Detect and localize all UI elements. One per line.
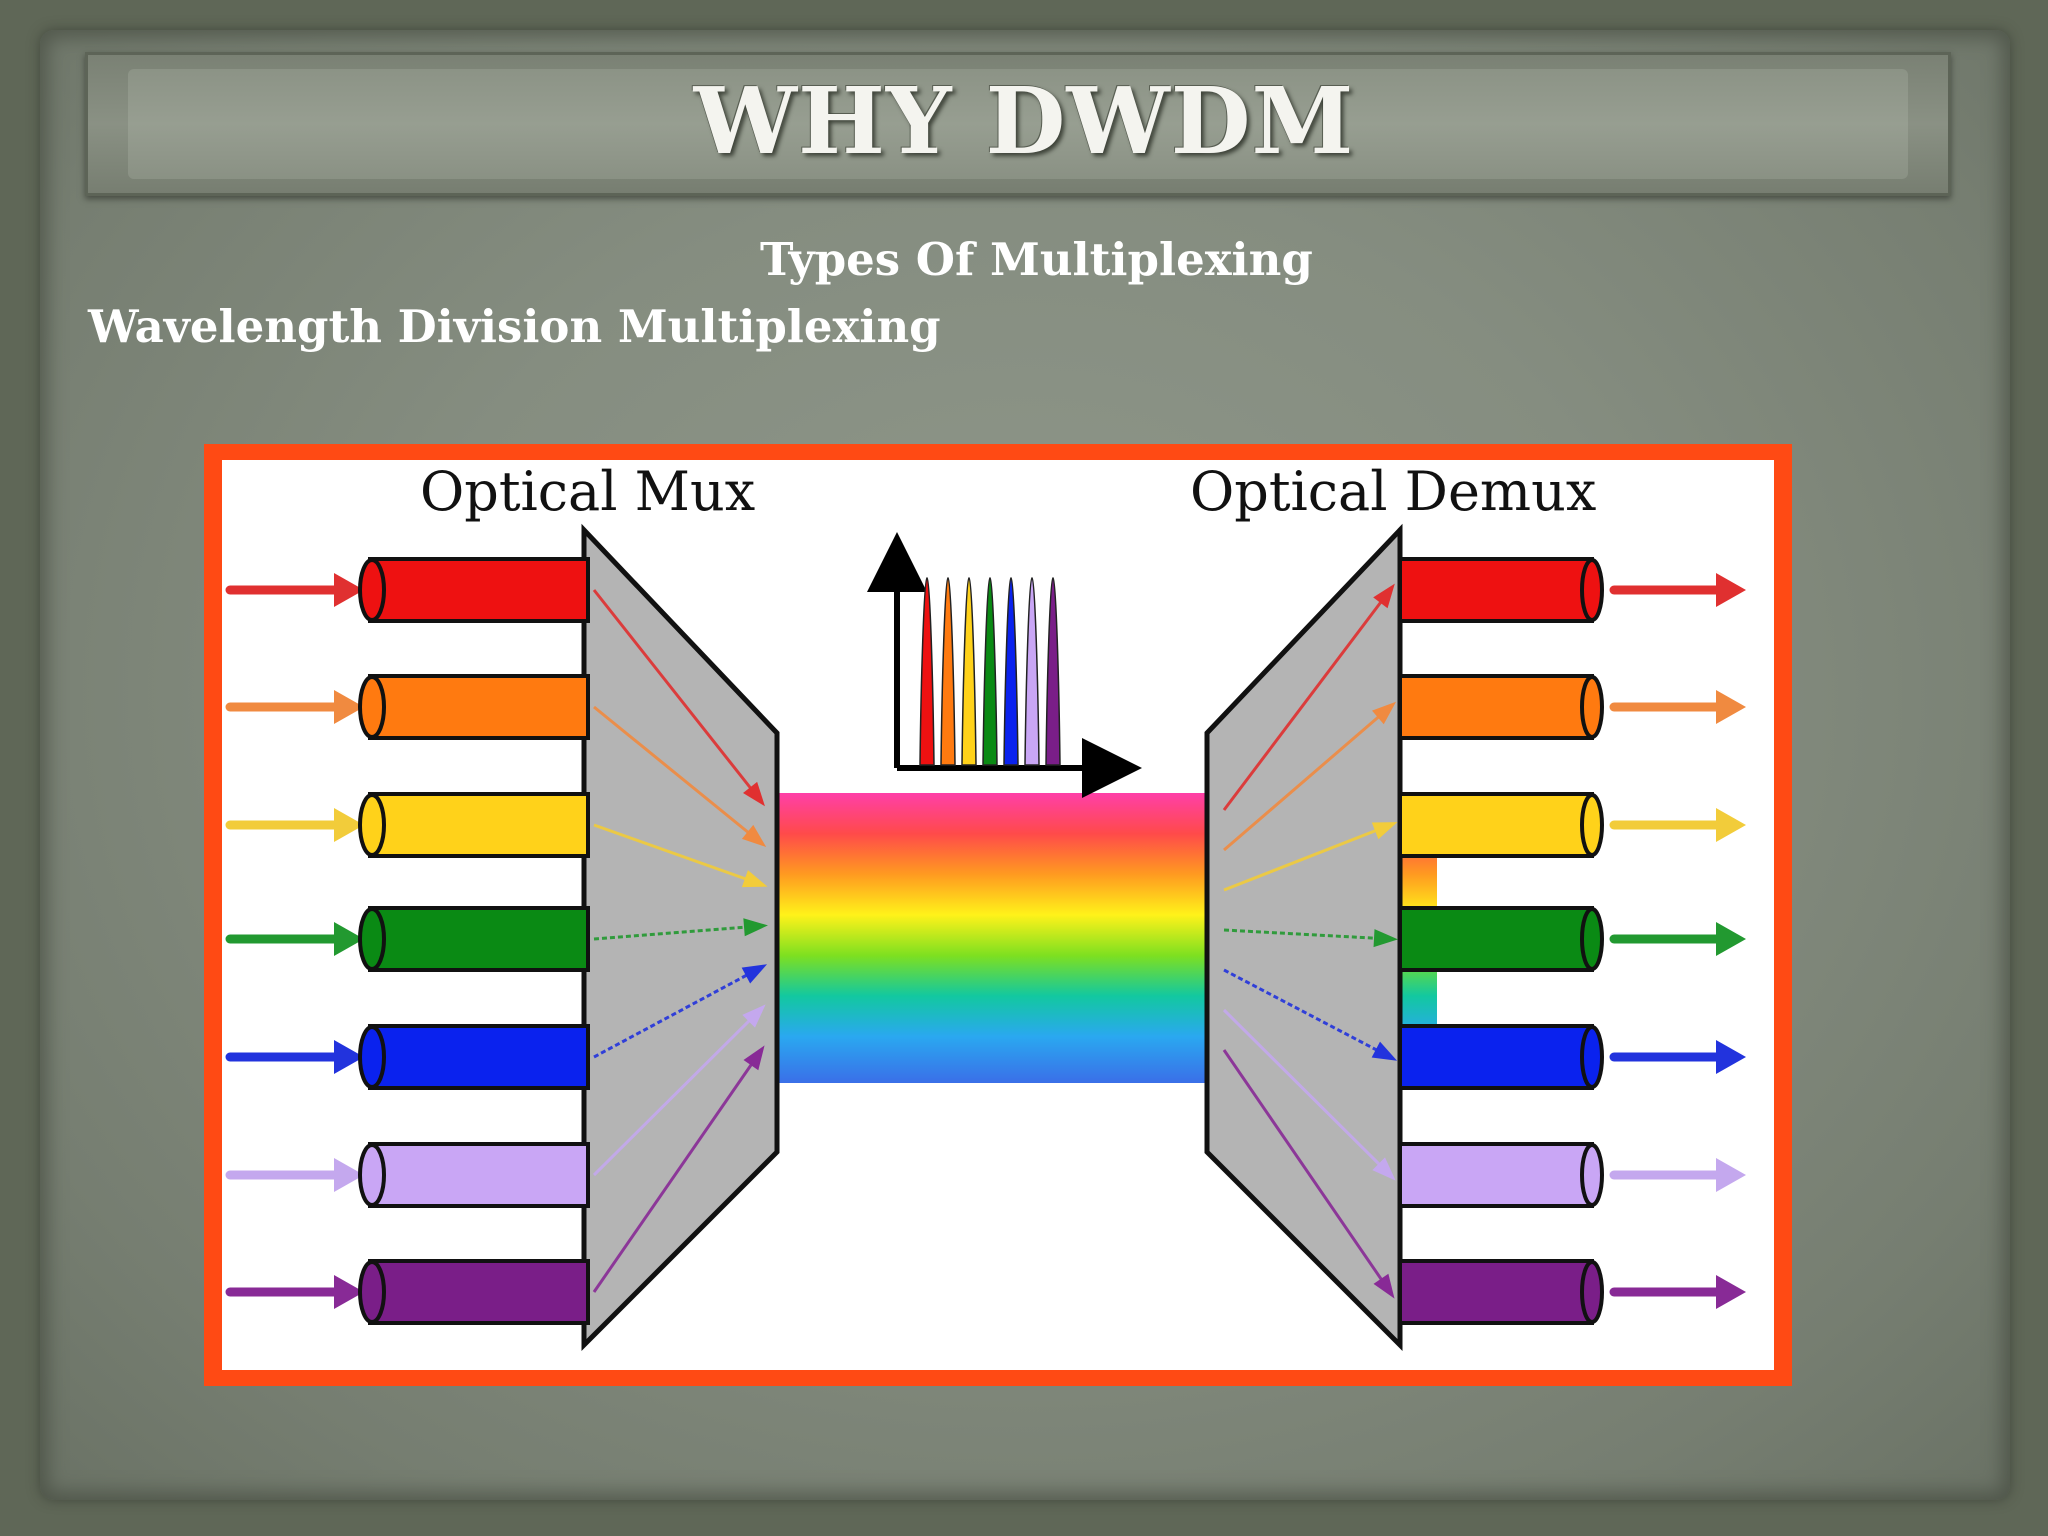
- input-fiber-end-green: [358, 907, 386, 971]
- output-fiber-end-green: [1580, 907, 1604, 971]
- output-fiber-end-red: [1580, 558, 1604, 622]
- demux-ray-purple: [1222, 1049, 1392, 1293]
- demux-ray-head-blue: [1371, 1041, 1398, 1061]
- demux-ray-yellow: [1223, 823, 1391, 892]
- output-arrowhead-green: [1716, 922, 1746, 956]
- input-fiber-purple: [368, 1259, 590, 1325]
- mux-ray-lavender: [592, 1008, 762, 1177]
- mux-ray-head-orange: [741, 824, 767, 848]
- input-fiber-end-blue: [358, 1025, 386, 1089]
- mux-ray-head-lavender: [742, 1004, 766, 1028]
- spectrum-peak-green: [982, 577, 998, 766]
- mux-ray-head-blue: [741, 964, 768, 984]
- demux-ray-head-purple: [1373, 1273, 1395, 1299]
- slide-subtitle: Types Of Multiplexing: [760, 233, 1313, 286]
- demux-ray-head-orange: [1372, 701, 1397, 725]
- spectrum-peak-purple: [1045, 577, 1061, 766]
- demux-ray-red: [1222, 589, 1392, 811]
- dwdm-diagram: Optical Mux Optical Demux: [222, 460, 1774, 1370]
- title-banner: [85, 52, 1951, 196]
- output-fiber-blue: [1398, 1024, 1594, 1090]
- input-fiber-end-lavender: [358, 1143, 386, 1207]
- input-fiber-orange: [368, 674, 590, 740]
- output-arrowhead-lavender: [1716, 1158, 1746, 1192]
- spectrum-peak-orange: [940, 577, 956, 766]
- input-arrowhead-lavender: [334, 1158, 364, 1192]
- spectrum-peak-lavender: [1024, 577, 1040, 766]
- output-fiber-red: [1398, 557, 1594, 623]
- mux-ray-purple: [592, 1051, 762, 1293]
- output-fiber-end-orange: [1580, 675, 1604, 739]
- demux-ray-head-yellow: [1371, 822, 1398, 840]
- optical-mux-label: Optical Mux: [420, 460, 756, 523]
- output-arrowhead-orange: [1716, 690, 1746, 724]
- section-heading: Wavelength Division Multiplexing: [88, 300, 941, 353]
- mux-ray-green: [593, 924, 761, 941]
- input-fiber-end-orange: [358, 675, 386, 739]
- output-fiber-yellow: [1398, 792, 1594, 858]
- demux-ray-green: [1223, 928, 1391, 941]
- title-banner-inner: [128, 69, 1908, 179]
- output-fiber-lavender: [1398, 1142, 1594, 1208]
- input-arrowhead-orange: [334, 690, 364, 724]
- input-fiber-end-yellow: [358, 793, 386, 857]
- mux-ray-blue: [593, 966, 761, 1059]
- input-arrowhead-red: [334, 573, 364, 607]
- demux-ray-head-green: [1373, 929, 1398, 948]
- input-fiber-green: [368, 906, 590, 972]
- input-arrowhead-yellow: [334, 808, 364, 842]
- output-fiber-purple: [1398, 1259, 1594, 1325]
- mux-ray-red: [592, 589, 762, 801]
- demux-ray-head-lavender: [1372, 1157, 1396, 1181]
- demux-ray-orange: [1223, 705, 1391, 852]
- demux-ray-lavender: [1222, 1008, 1392, 1177]
- dwdm-diagram-svg: [225, 523, 1746, 1352]
- slide-title: WHY DWDM: [693, 67, 1355, 175]
- input-arrowhead-green: [334, 922, 364, 956]
- output-fiber-end-lavender: [1580, 1143, 1604, 1207]
- output-arrowhead-red: [1716, 573, 1746, 607]
- mux-ray-orange: [593, 705, 761, 844]
- input-arrowhead-blue: [334, 1040, 364, 1074]
- output-fiber-end-purple: [1580, 1260, 1604, 1324]
- input-fiber-blue: [368, 1024, 590, 1090]
- mux-ray-head-red: [743, 781, 765, 807]
- input-fiber-end-red: [358, 558, 386, 622]
- input-fiber-yellow: [368, 792, 590, 858]
- output-fiber-end-blue: [1580, 1025, 1604, 1089]
- input-fiber-lavender: [368, 1142, 590, 1208]
- output-fiber-orange: [1398, 674, 1594, 740]
- mux-ray-head-yellow: [741, 870, 768, 888]
- demux-ray-blue: [1223, 968, 1391, 1059]
- output-fiber-end-yellow: [1580, 793, 1604, 857]
- output-arrowhead-purple: [1716, 1275, 1746, 1309]
- mux-ray-head-green: [743, 918, 768, 937]
- demux-ray-head-red: [1373, 583, 1395, 609]
- output-arrowhead-yellow: [1716, 808, 1746, 842]
- input-fiber-end-purple: [358, 1260, 386, 1324]
- input-arrowhead-purple: [334, 1275, 364, 1309]
- spectrum-peak-red: [919, 577, 935, 766]
- spectrum-peak-yellow: [961, 577, 977, 766]
- input-fiber-red: [368, 557, 590, 623]
- mux-ray-head-purple: [743, 1045, 765, 1071]
- spectrum-peak-blue: [1003, 577, 1019, 766]
- output-arrowhead-blue: [1716, 1040, 1746, 1074]
- optical-demux-label: Optical Demux: [1190, 460, 1597, 523]
- mux-ray-yellow: [593, 823, 761, 886]
- output-fiber-green: [1398, 906, 1594, 972]
